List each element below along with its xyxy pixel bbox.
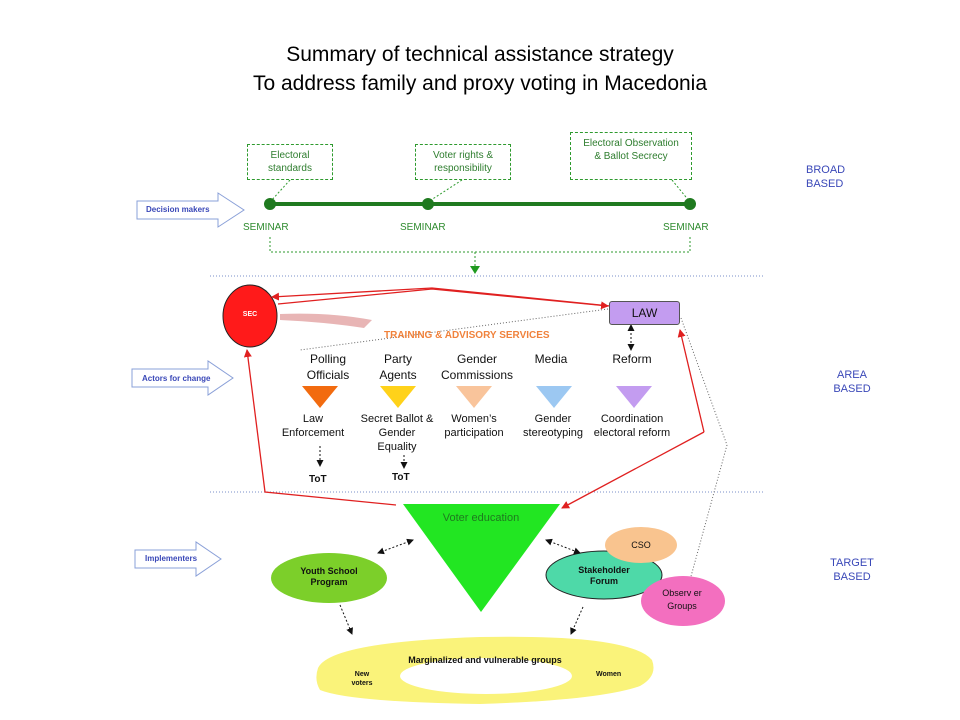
implementers-label: Implementers <box>145 554 198 563</box>
voter-rights-box: Voter rights & responsibility <box>415 144 511 180</box>
training-advisory-label: TRAINING & ADVISORY SERVICES <box>384 330 550 341</box>
red-connector-law-loop <box>677 329 705 433</box>
seminar-label-3: SEMINAR <box>663 222 709 233</box>
col-head-media: Media <box>534 352 568 366</box>
triangle-media <box>536 386 572 408</box>
law-box: LAW <box>609 301 680 325</box>
triangle-reform <box>616 386 652 408</box>
actors-for-change-label: Actors for change <box>142 374 211 383</box>
actors-for-change-arrow <box>131 360 234 396</box>
marginalized-groups-label: Marginalized and vulnerable groups <box>408 655 562 665</box>
col-head-polling: Polling Officials <box>306 352 350 382</box>
red-connector-law-sec <box>271 287 611 307</box>
sec-swoosh <box>280 313 372 328</box>
stakeholder-forum-label: Stakeholder Forum <box>578 565 630 586</box>
women-label: Women <box>596 671 622 678</box>
seminar-bracket <box>269 237 691 253</box>
seminar-label-1: SEMINAR <box>243 222 289 233</box>
col-sub-law-enforcement: Law Enforcement <box>281 413 345 439</box>
electoral-observation-box: Electoral Observation & Ballot Secrecy <box>570 132 692 180</box>
connector-observation <box>671 179 691 203</box>
youth-school-program-label: Youth School Program <box>300 566 358 587</box>
cso-label: CSO <box>631 540 651 550</box>
triangle-party <box>380 386 416 408</box>
sec-label: SEC <box>242 311 258 318</box>
down-arrow-head <box>470 266 480 274</box>
seminar-label-2: SEMINAR <box>400 222 446 233</box>
observer-groups-label: Observ er Groups <box>662 588 702 611</box>
page-title-line2: To address family and proxy voting in Ma… <box>252 72 708 95</box>
cso-ellipse <box>605 527 677 563</box>
observer-groups-ellipse <box>641 576 725 626</box>
electoral-standards-box: Electoral standards <box>247 144 333 180</box>
page-title-line1: Summary of technical assistance strategy <box>286 43 674 66</box>
col-sub-gender-stereotyping: Gender stereotyping <box>523 413 583 439</box>
target-based-label: TARGET BASED <box>830 557 874 583</box>
area-based-label: AREA BASED <box>833 369 871 395</box>
seminar-dot-3 <box>684 198 696 210</box>
new-voters-label: New voters <box>351 671 373 687</box>
col-sub-secret-ballot: Secret Ballot & Gender Equality <box>360 413 434 453</box>
tot-label-1: ToT <box>309 474 327 485</box>
seminar-dot-2 <box>422 198 434 210</box>
col-sub-womens-participation: Women’s participation <box>444 413 504 439</box>
stakeholder-forum-ellipse <box>545 550 663 600</box>
col-head-party: Party Agents <box>379 352 417 382</box>
red-connector-voter-sec <box>243 349 397 506</box>
triangle-gender <box>456 386 492 408</box>
connector-standards <box>269 179 291 203</box>
broad-based-label: BROAD BASED <box>806 164 846 190</box>
sec-circle <box>222 284 278 348</box>
decision-makers-arrow <box>136 192 245 228</box>
youth-school-program-ellipse <box>271 553 387 603</box>
triangle-polling <box>302 386 338 408</box>
tot-label-2: ToT <box>392 472 410 483</box>
seminar-dot-1 <box>264 198 276 210</box>
decision-makers-label: Decision makers <box>146 205 210 214</box>
implementers-arrow <box>134 541 222 577</box>
connector-voter-rights <box>427 179 463 203</box>
voter-education-triangle <box>403 504 560 612</box>
col-sub-coordination-reform: Coordination electoral reform <box>593 413 671 439</box>
col-head-reform: Reform <box>612 352 652 366</box>
voter-education-label: Voter education <box>442 512 520 524</box>
col-head-gender: Gender Commissions <box>440 352 513 382</box>
